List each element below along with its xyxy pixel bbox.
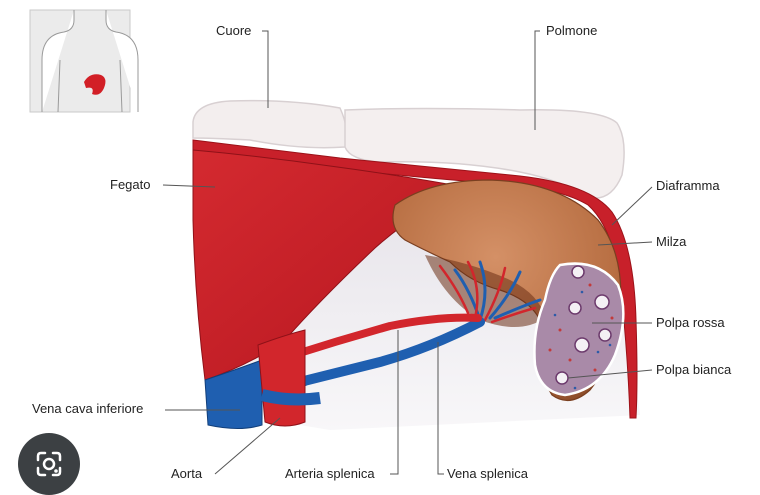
white-pulp-nodule [556,372,568,384]
white-pulp-nodule [569,302,581,314]
label-red-pulp: Polpa rossa [656,315,725,331]
label-splenic-artery: Arteria splenica [285,466,375,482]
label-aorta: Aorta [171,466,202,482]
lens-search-button[interactable] [18,433,80,495]
label-ivc: Vena cava inferiore [32,401,143,417]
label-lung: Polmone [546,23,597,39]
white-pulp-nodule [595,295,609,309]
label-splenic-vein: Vena splenica [447,466,528,482]
vein-crossing [262,395,320,399]
label-liver: Fegato [110,177,150,193]
google-lens-icon [34,449,64,479]
label-white-pulp: Polpa bianca [656,362,731,378]
heart-shape [193,101,347,148]
white-pulp-nodule [572,266,584,278]
white-pulp-nodule [575,338,589,352]
body-thumbnail [30,10,138,112]
label-heart: Cuore [216,23,251,39]
label-diaphragm: Diaframma [656,178,720,194]
label-spleen: Milza [656,234,686,250]
white-pulp-nodule [599,329,611,341]
aorta-shape [258,330,305,426]
